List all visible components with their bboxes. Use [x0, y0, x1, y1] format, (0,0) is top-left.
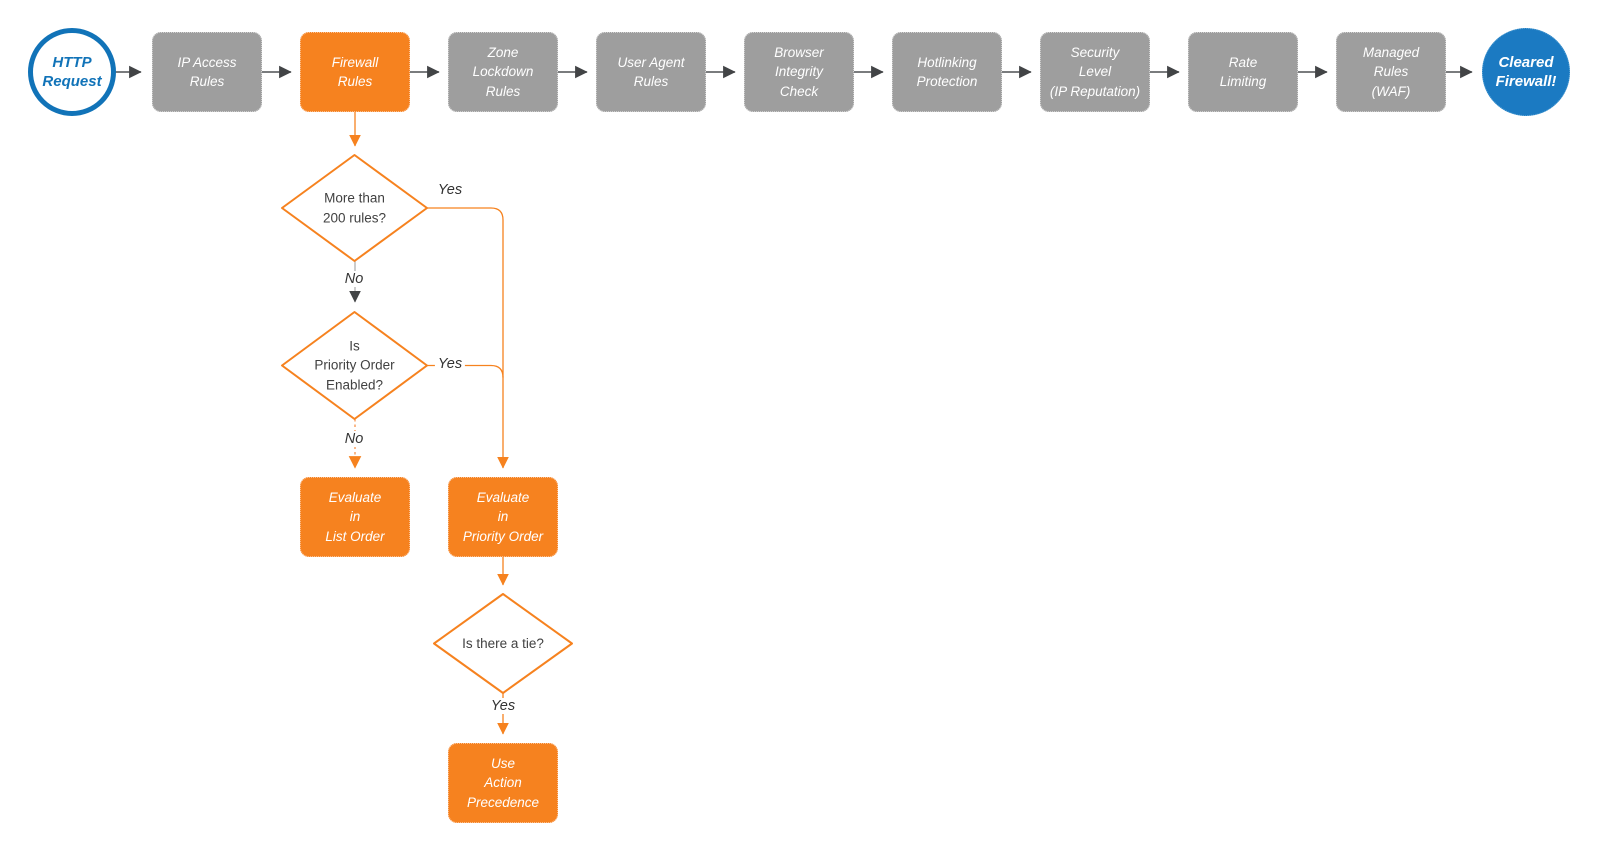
step-ip-access-rules: IP Access Rules: [152, 32, 262, 112]
start-node-http-request: HTTP Request: [28, 28, 116, 116]
decision1-yes-label: Yes: [434, 182, 466, 198]
decision2-no-label: No: [341, 431, 367, 447]
step-zone-lockdown-rules: Zone Lockdown Rules: [448, 32, 558, 112]
end-node-label: Cleared Firewall!: [1495, 53, 1557, 91]
decision2-yes-label: Yes: [434, 356, 466, 372]
step-managed-rules-waf: Managed Rules (WAF): [1336, 32, 1446, 112]
action-label: Evaluate in Priority Order: [462, 490, 544, 544]
step-hotlinking-protection: Hotlinking Protection: [892, 32, 1002, 112]
decision3-yes-label: Yes: [487, 698, 519, 714]
arrow-decision1-yes-to-priority-order: [427, 207, 509, 469]
step-label: Browser Integrity Check: [774, 45, 824, 99]
action-evaluate-list-order: Evaluate in List Order: [300, 477, 410, 557]
action-use-action-precedence: Use Action Precedence: [448, 743, 558, 823]
step-security-level: Security Level (IP Reputation): [1040, 32, 1150, 112]
step-browser-integrity-check: Browser Integrity Check: [744, 32, 854, 112]
decision2-label: Is Priority Order Enabled?: [314, 338, 395, 393]
end-node-cleared-firewall: Cleared Firewall!: [1482, 28, 1570, 116]
action-label: Use Action Precedence: [466, 756, 540, 810]
step-label: Hotlinking Protection: [916, 54, 978, 89]
step-label: Zone Lockdown Rules: [472, 45, 534, 99]
decision1-no-label: No: [341, 271, 367, 287]
step-label: User Agent Rules: [617, 54, 685, 89]
step-label: Security Level (IP Reputation): [1049, 45, 1141, 99]
step-label: Firewall Rules: [331, 54, 379, 89]
decision1-label: More than 200 rules?: [322, 190, 387, 225]
step-label: Managed Rules (WAF): [1362, 45, 1420, 99]
step-user-agent-rules: User Agent Rules: [596, 32, 706, 112]
step-label: Rate Limiting: [1219, 54, 1267, 89]
step-label: IP Access Rules: [177, 54, 237, 89]
action-evaluate-priority-order: Evaluate in Priority Order: [448, 477, 558, 557]
action-label: Evaluate in List Order: [325, 490, 385, 544]
decision3-label: Is there a tie?: [462, 635, 544, 651]
start-node-label: HTTP Request: [42, 53, 102, 91]
step-firewall-rules: Firewall Rules: [300, 32, 410, 112]
step-rate-limiting: Rate Limiting: [1188, 32, 1298, 112]
